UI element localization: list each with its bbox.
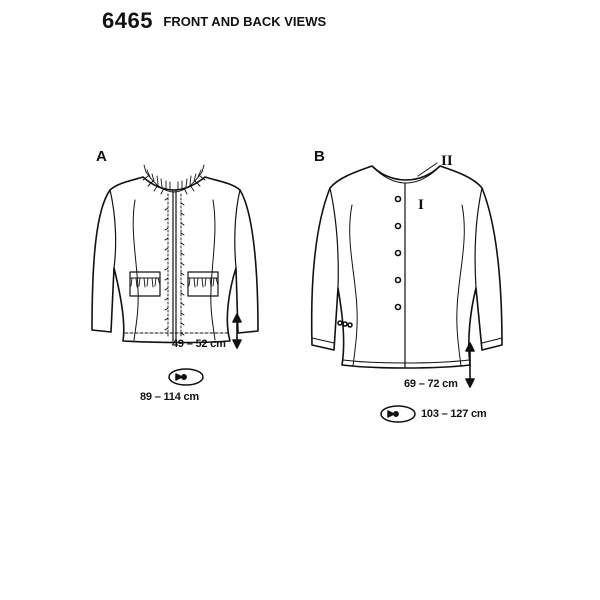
jacket-a-drawing (91, 176, 259, 344)
view-a-width: 89 – 114 cm (140, 391, 199, 403)
view-a-length: 49 – 52 cm (172, 338, 226, 350)
view-b-length: 69 – 72 cm (404, 378, 458, 390)
piece-one-label: I (418, 197, 424, 213)
double-arrow-icon (465, 342, 475, 388)
piece-two-label: II (441, 153, 453, 169)
view-b-width: 103 – 127 cm (421, 408, 487, 420)
tape-loop-icon (168, 368, 204, 386)
jacket-b-drawing (310, 162, 503, 369)
views-subtitle: FRONT AND BACK VIEWS (163, 14, 327, 29)
page-title: 6465 FRONT AND BACK VIEWS (102, 8, 326, 34)
view-b-label: B (314, 148, 325, 165)
fringe-trim (124, 164, 230, 339)
pattern-number: 6465 (102, 8, 153, 33)
view-a-label: A (96, 148, 107, 165)
tape-loop-icon (380, 405, 416, 423)
double-arrow-icon (232, 313, 242, 349)
